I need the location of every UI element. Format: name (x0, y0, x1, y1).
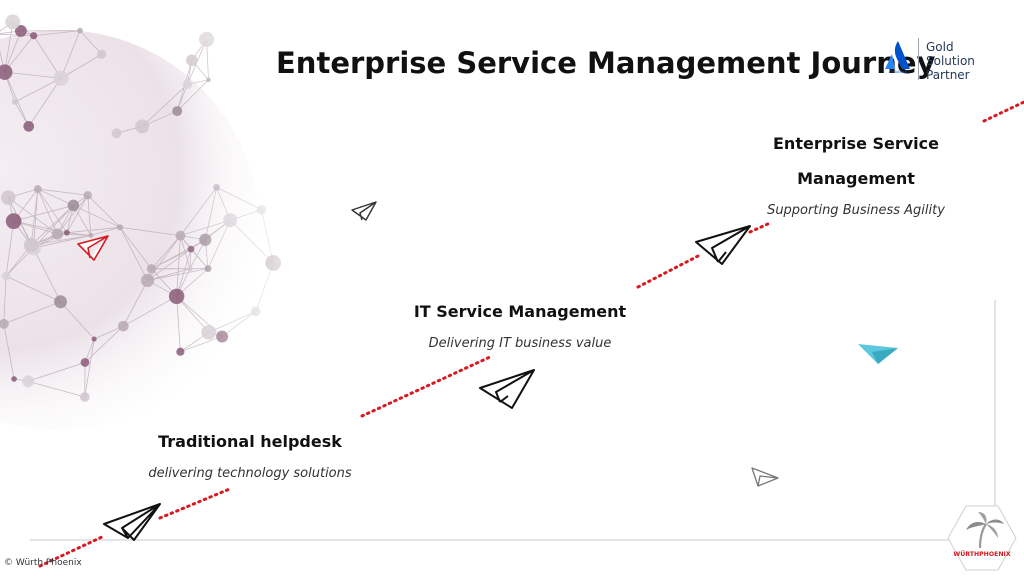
network-node (146, 264, 157, 274)
network-globe-image (0, 0, 330, 440)
atlassian-logo-text: ATLASSIAN (889, 70, 908, 74)
network-node (11, 98, 18, 105)
network-node (23, 237, 39, 253)
badge-divider (918, 38, 919, 80)
badge-line2: Solution Partner (926, 54, 975, 82)
network-node (33, 185, 42, 193)
stage-title-traditional-helpdesk: Traditional helpdesk (158, 432, 342, 451)
paper-plane-red-icon (77, 235, 109, 261)
stage-subtitle-traditional-helpdesk: delivering technology solutions (148, 466, 352, 481)
network-node (77, 27, 83, 34)
network-node (11, 376, 17, 382)
paper-plane-icon (479, 369, 535, 409)
network-node (0, 64, 13, 80)
network-node (54, 295, 67, 309)
network-node (1, 271, 11, 281)
wurth-phoenix-logo-text: WÜRTHPHOENIX (953, 549, 1010, 558)
network-node (117, 320, 129, 332)
network-node (111, 128, 122, 139)
network-node (63, 229, 70, 236)
network-node (51, 228, 63, 240)
network-node (67, 199, 80, 212)
network-node (140, 273, 155, 288)
network-node (135, 119, 150, 134)
network-node (30, 32, 38, 40)
paper-plane-icon (751, 467, 779, 487)
network-node (116, 224, 124, 231)
wurth-phoenix-palm-logo-icon (966, 512, 1004, 549)
stage-subtitle-itsm: Delivering IT business value (428, 336, 612, 351)
network-node (83, 191, 92, 200)
stage-title-esm-line2: Management (797, 169, 915, 188)
page-title: Enterprise Service Management Journey (276, 46, 936, 80)
network-node (0, 190, 16, 205)
paper-plane-cyan-icon (858, 344, 898, 364)
badge-text: Gold Solution Partner (926, 40, 1020, 82)
network-node (5, 213, 22, 229)
atlassian-partner-badge: ATLASSIAN Gold Solution Partner (884, 38, 1020, 84)
paper-plane-icon (351, 201, 377, 221)
network-node (172, 106, 183, 117)
network-node (0, 318, 9, 329)
badge-line1: Gold (926, 40, 954, 54)
network-node (53, 70, 69, 86)
stage-subtitle-esm: Supporting Business Agility (767, 203, 945, 218)
journey-path (38, 100, 1024, 568)
paper-plane-icon (695, 225, 751, 265)
wurth-phoenix-logo: WÜRTHPHOENIX (947, 505, 1017, 571)
stage-title-esm-line1: Enterprise Service (773, 134, 939, 153)
network-node (79, 392, 90, 402)
network-node (96, 49, 107, 59)
network-node (80, 358, 90, 367)
network-node (88, 232, 94, 238)
network-node (5, 14, 21, 30)
network-node (14, 24, 27, 37)
network-node (91, 336, 97, 342)
network-node (23, 121, 35, 132)
paper-plane-icon (103, 503, 161, 541)
copyright-text: © Würth Phoenix (4, 558, 82, 568)
stage-title-itsm: IT Service Management (413, 302, 627, 321)
network-node (22, 375, 35, 388)
atlassian-logo-icon: ATLASSIAN (885, 41, 910, 74)
